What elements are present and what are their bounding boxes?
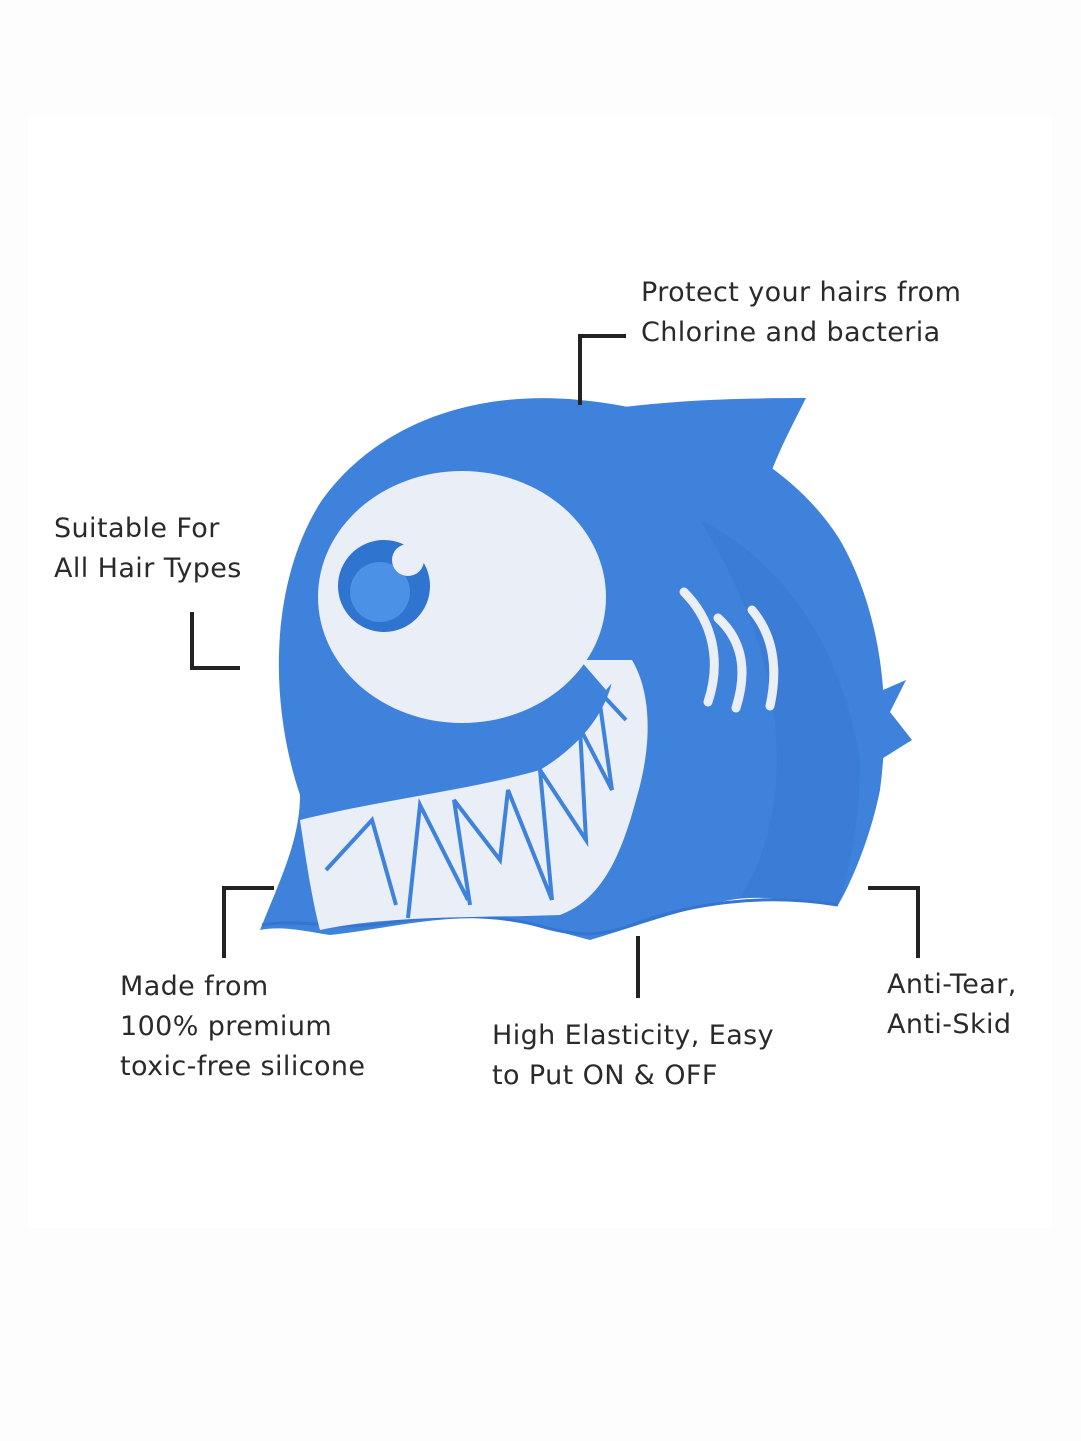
callout-line: 100% premium: [120, 1011, 333, 1042]
leader-made: [222, 886, 274, 958]
cap-shade: [700, 520, 860, 905]
cap-rim: [261, 898, 839, 936]
leader-protect: [578, 334, 626, 405]
mouth-tip: [580, 660, 630, 690]
callout-hair-types: Suitable For All Hair Types: [54, 509, 242, 589]
callout-anti-tear: Anti-Tear, Anti-Skid: [887, 965, 1017, 1045]
callout-line: All Hair Types: [54, 553, 242, 584]
callout-line: Chlorine and bacteria: [641, 317, 941, 348]
callout-line: Protect your hairs from: [641, 277, 962, 308]
mouth-teeth: [300, 660, 648, 930]
leader-suitable: [190, 612, 240, 670]
callout-material: Made from 100% premium toxic-free silico…: [120, 967, 365, 1087]
pupil-highlight: [392, 544, 424, 576]
teeth-lines: [324, 684, 628, 919]
callout-line: to Put ON & OFF: [492, 1060, 718, 1091]
callout-line: Anti-Tear,: [887, 969, 1017, 1000]
callout-chlorine-protection: Protect your hairs from Chlorine and bac…: [641, 273, 961, 353]
callout-line: Suitable For: [54, 513, 220, 544]
callout-line: Made from: [120, 971, 269, 1002]
callout-line: Anti-Skid: [887, 1009, 1012, 1040]
leader-tear: [868, 886, 920, 958]
callout-line: toxic-free silicone: [120, 1051, 366, 1082]
pupil-inner: [350, 562, 410, 622]
eye-white: [318, 471, 606, 723]
callout-elasticity: High Elasticity, Easy to Put ON & OFF: [492, 1016, 774, 1096]
callout-line: High Elasticity, Easy: [492, 1020, 775, 1051]
gill-stripes: [679, 587, 779, 713]
